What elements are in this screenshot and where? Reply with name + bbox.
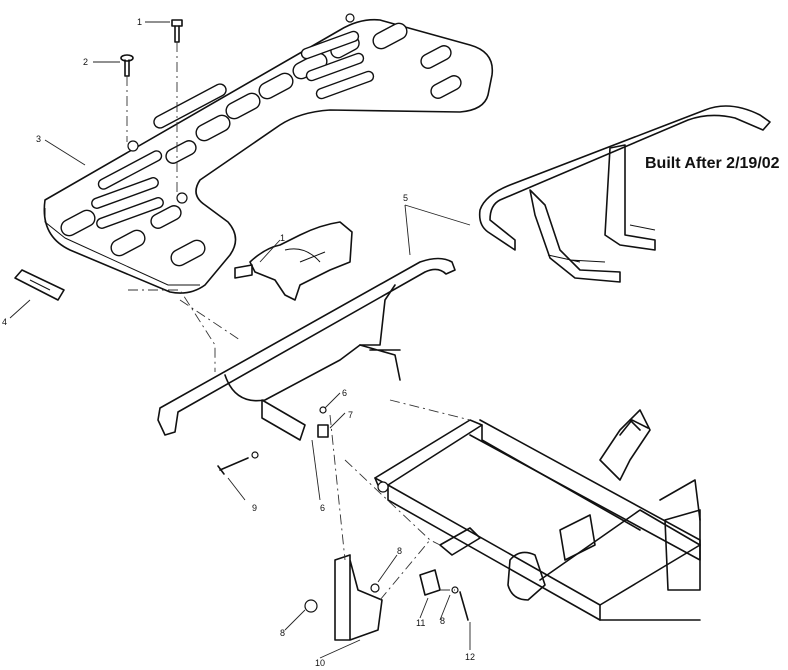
callout-2: 2 xyxy=(83,57,88,67)
nut-8 xyxy=(304,599,318,613)
callout-11: 11 xyxy=(416,618,425,628)
rear-rack xyxy=(43,13,494,294)
callout-6-lower: 6 xyxy=(320,503,325,513)
rack-mount-hole xyxy=(127,140,139,152)
rack-bolt-2 xyxy=(120,54,134,77)
callout-12: 12 xyxy=(465,652,475,662)
callout-9: 9 xyxy=(252,503,257,513)
callout-8: 8 xyxy=(397,546,402,556)
mount-bracket xyxy=(234,221,353,301)
rear-plate xyxy=(14,269,65,301)
callout-6: 6 xyxy=(342,388,347,398)
built-after-note: Built After 2/19/02 xyxy=(645,155,780,172)
lower-bracket xyxy=(334,554,383,641)
plate-7 xyxy=(317,424,329,438)
callout-5: 5 xyxy=(403,193,408,203)
nut-6 xyxy=(319,406,327,414)
callout-8-nut: 8 xyxy=(280,628,285,638)
leader-lines xyxy=(9,21,471,659)
rack-mount-hole xyxy=(176,192,188,204)
callout-10: 10 xyxy=(315,658,325,668)
rack-bolt-1 xyxy=(171,19,183,43)
rack-support-late xyxy=(478,105,771,283)
clamp-bracket xyxy=(439,527,546,601)
bolt-12 xyxy=(451,586,469,621)
rack-slots xyxy=(60,22,462,267)
spacer-11 xyxy=(419,569,441,596)
rack-support xyxy=(157,257,456,441)
main-frame xyxy=(374,409,701,621)
screw-9 xyxy=(217,451,259,475)
callout-4: 4 xyxy=(2,317,7,327)
callouts: 1 2 3 4 1 5 6 7 9 6 8 8 8 10 11 12 xyxy=(2,17,475,668)
callout-3: 3 xyxy=(36,134,41,144)
callout-1-bracket: 1 xyxy=(280,233,285,243)
callout-7: 7 xyxy=(348,410,353,420)
rack-mount-hole xyxy=(345,13,355,23)
callout-1: 1 xyxy=(137,17,142,27)
callout-8-washer: 8 xyxy=(440,616,445,626)
